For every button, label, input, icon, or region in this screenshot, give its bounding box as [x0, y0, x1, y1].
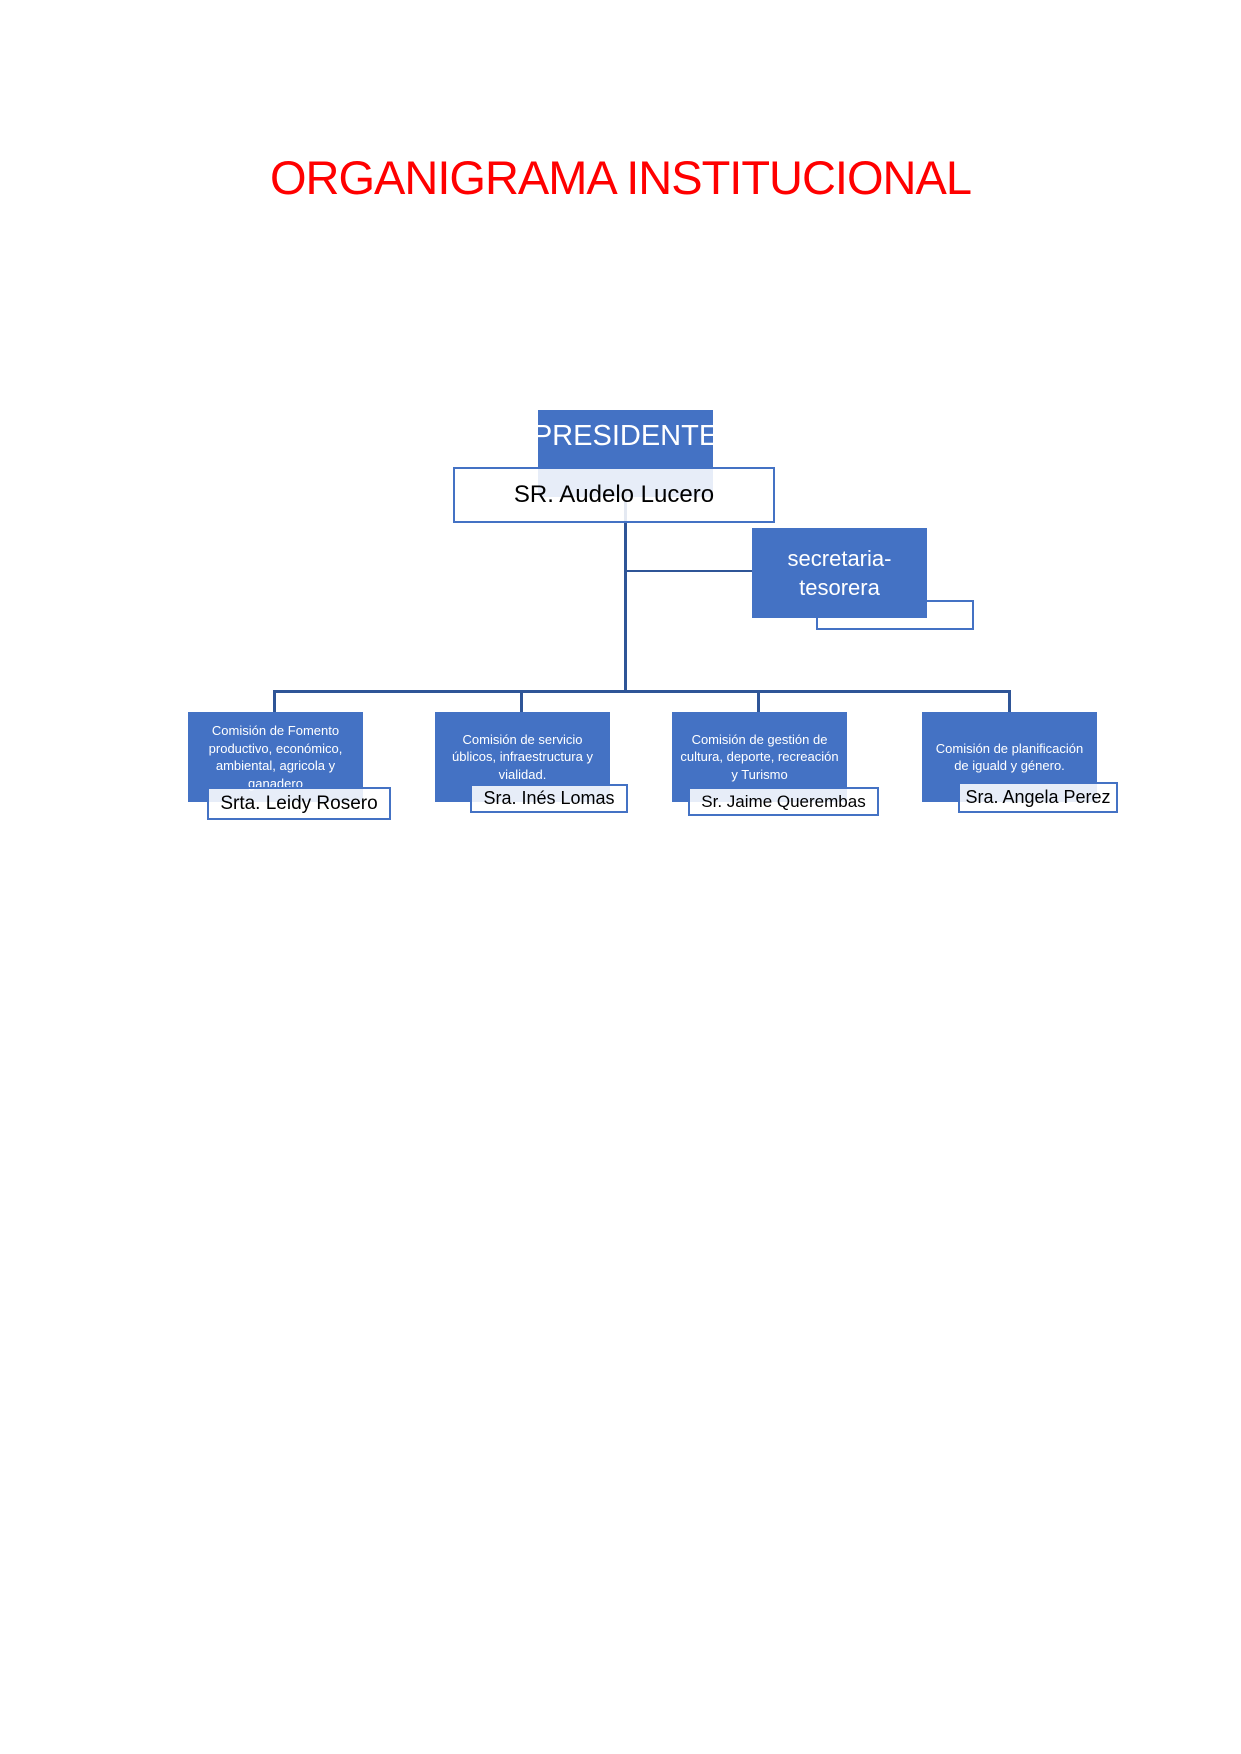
president-name-label: SR. Audelo Lucero — [513, 481, 715, 508]
member-name-label: Srta. Leidy Rosero — [220, 792, 378, 814]
page-title: ORGANIGRAMA INSTITUCIONAL — [270, 151, 972, 204]
commission-title-label: Comisión de Fomento productivo, económic… — [208, 723, 343, 791]
member-name-plate-1: Srta. Leidy Rosero — [207, 787, 391, 820]
connector-drop-commission-2 — [520, 690, 523, 714]
secretary-box: secretaria-tesorera — [752, 528, 927, 618]
secretary-role-label: secretaria-tesorera — [787, 546, 892, 600]
president-name-plate: SR. Audelo Lucero — [453, 467, 775, 523]
connector-drop-commission-1 — [273, 690, 276, 714]
connector-president-drop — [624, 490, 627, 692]
connector-drop-commission-4 — [1008, 690, 1011, 714]
member-name-label: Sr. Jaime Querembas — [701, 791, 866, 811]
connector-secretary-branch — [626, 570, 753, 572]
connector-drop-commission-3 — [757, 690, 760, 714]
member-name-label: Sra. Angela Perez — [965, 787, 1111, 807]
member-name-plate-3: Sr. Jaime Querembas — [688, 787, 879, 816]
member-name-plate-4: Sra. Angela Perez — [958, 782, 1118, 813]
connector-rail — [274, 690, 1011, 693]
member-name-label: Sra. Inés Lomas — [483, 788, 615, 808]
president-role-label: PRESIDENTE — [532, 420, 719, 452]
commission-title-label: Comisión de gestión de cultura, deporte,… — [680, 731, 839, 782]
member-name-plate-2: Sra. Inés Lomas — [470, 784, 628, 813]
commission-title-label: Comisión de servicio úblicos, infraestru… — [452, 731, 593, 782]
commission-title-label: Comisión de planificación de iguald y gé… — [935, 740, 1084, 774]
